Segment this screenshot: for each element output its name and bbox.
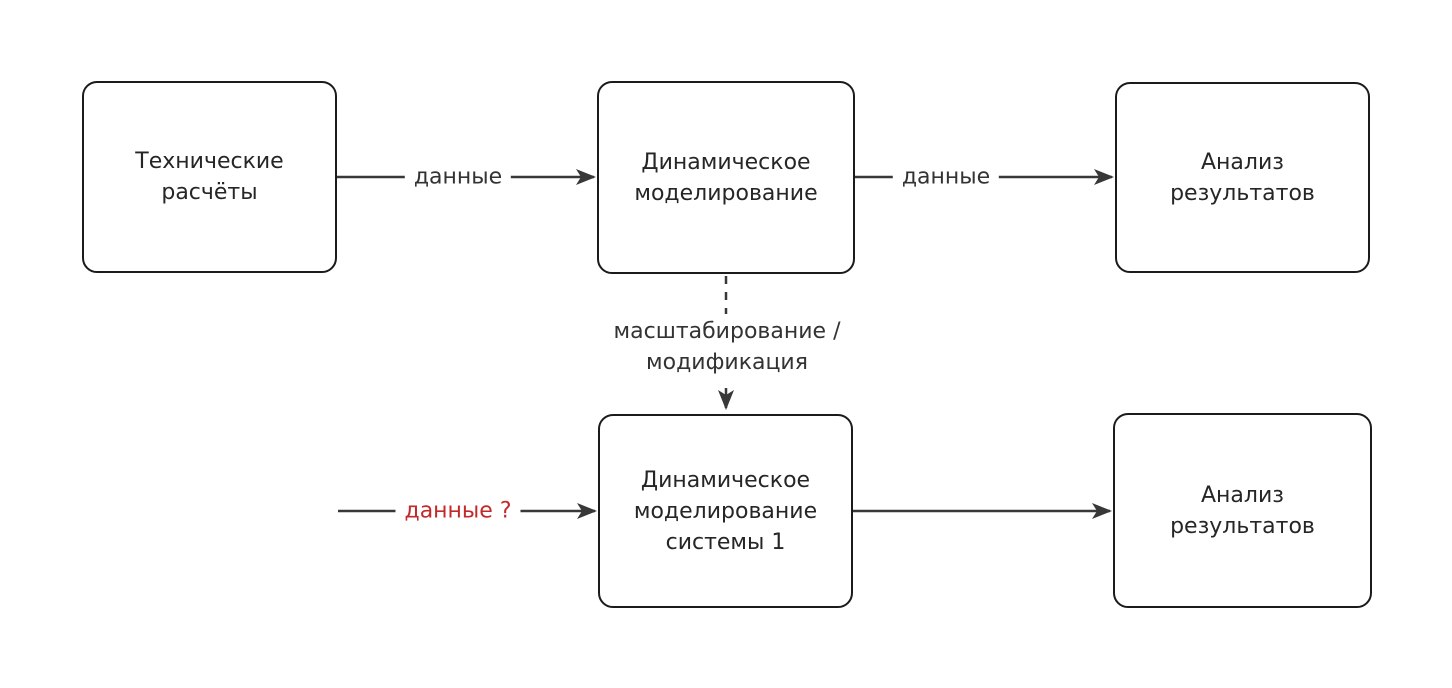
edge-label-scaling-modification: масштабирование / модификация — [604, 314, 850, 380]
node-results-analysis-bottom: Анализ результатов — [1113, 413, 1372, 608]
edge-label-data-2: данные — [892, 159, 1000, 195]
node-dynamic-modeling: Динамическое моделирование — [597, 81, 855, 274]
node-technical-calculations: Технические расчёты — [82, 81, 337, 273]
edge-label-data-question: данные ? — [395, 493, 521, 529]
node-results-analysis-top: Анализ результатов — [1115, 82, 1370, 273]
node-dynamic-modeling-system-1: Динамическое моделирование системы 1 — [598, 414, 853, 608]
node-dynamic-modeling-system-1-label: Динамическое моделирование системы 1 — [633, 467, 818, 555]
node-results-analysis-bottom-label: Анализ результатов — [1170, 482, 1315, 539]
node-dynamic-modeling-label: Динамическое моделирование — [634, 149, 818, 206]
edge-label-data-1: данные — [404, 159, 512, 195]
node-technical-calculations-label: Технические расчёты — [135, 149, 284, 205]
node-results-analysis-top-label: Анализ результатов — [1170, 149, 1315, 206]
